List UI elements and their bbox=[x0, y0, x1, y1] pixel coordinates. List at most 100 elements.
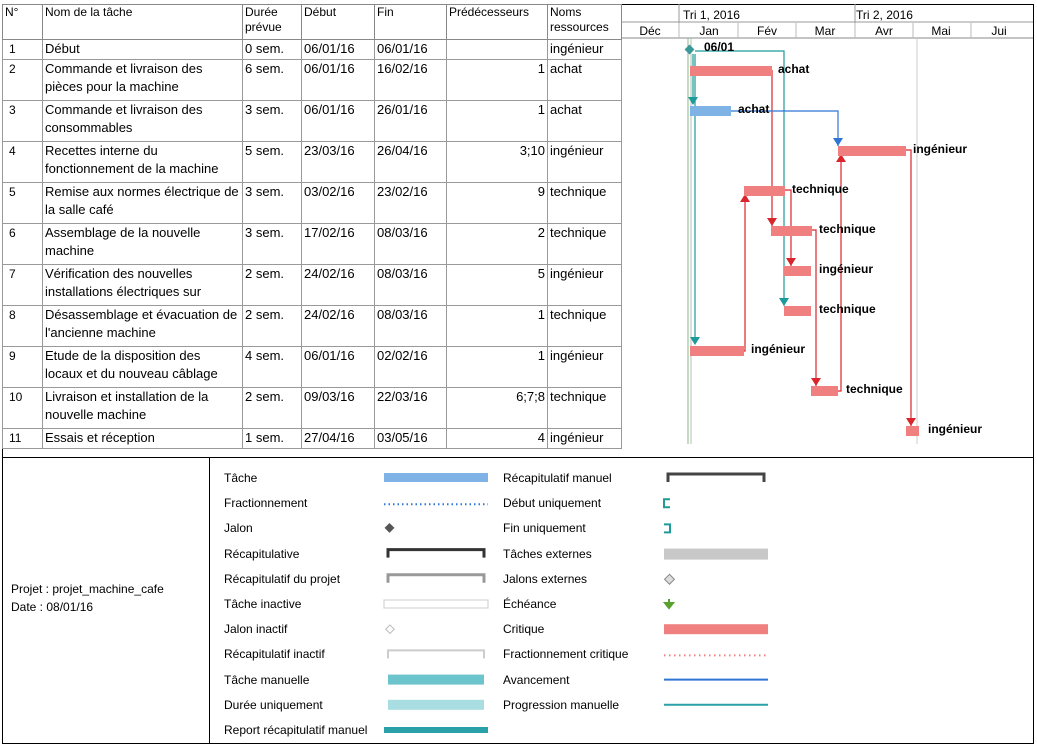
task-predecessors[interactable]: 5 bbox=[446, 264, 548, 306]
task-name[interactable]: Début bbox=[42, 39, 243, 60]
task-resources[interactable]: ingénieur bbox=[547, 141, 622, 183]
task-predecessors[interactable]: 6;7;8 bbox=[446, 387, 548, 429]
task-end[interactable]: 08/03/16 bbox=[374, 264, 447, 306]
task-id[interactable]: 6 bbox=[2, 223, 43, 265]
task-predecessors[interactable]: 4 bbox=[446, 428, 548, 449]
task-duration[interactable]: 2 sem. bbox=[242, 387, 302, 429]
task-end[interactable]: 22/03/16 bbox=[374, 387, 447, 429]
col-header-start[interactable]: Début bbox=[301, 4, 375, 40]
task-duration[interactable]: 3 sem. bbox=[242, 223, 302, 265]
task-start[interactable]: 06/01/16 bbox=[301, 100, 375, 142]
task-start[interactable]: 06/01/16 bbox=[301, 346, 375, 388]
link-arrow bbox=[836, 154, 846, 162]
task-duration[interactable]: 2 sem. bbox=[242, 305, 302, 347]
task-resources[interactable]: ingénieur bbox=[547, 428, 622, 449]
task-duration[interactable]: 5 sem. bbox=[242, 141, 302, 183]
task-name[interactable]: Désassemblage et évacuation de l'ancienn… bbox=[42, 305, 243, 347]
task-id[interactable]: 8 bbox=[2, 305, 43, 347]
task-resources[interactable]: ingénieur bbox=[547, 264, 622, 306]
task-id[interactable]: 11 bbox=[2, 428, 43, 449]
task-predecessors[interactable] bbox=[446, 39, 548, 60]
task-predecessors[interactable]: 3;10 bbox=[446, 141, 548, 183]
task-start[interactable]: 06/01/16 bbox=[301, 39, 375, 60]
task-name[interactable]: Remise aux normes électrique de la salle… bbox=[42, 182, 243, 224]
task-end[interactable]: 26/01/16 bbox=[374, 100, 447, 142]
task-duration[interactable]: 3 sem. bbox=[242, 182, 302, 224]
task-duration[interactable]: 4 sem. bbox=[242, 346, 302, 388]
task-name[interactable]: Etude de la disposition des locaux et du… bbox=[42, 346, 243, 388]
task-resources[interactable]: ingénieur bbox=[547, 39, 622, 60]
legend: Projet : projet_machine_cafe Date : 08/0… bbox=[2, 457, 1033, 744]
task-duration[interactable]: 1 sem. bbox=[242, 428, 302, 449]
task-id[interactable]: 7 bbox=[2, 264, 43, 306]
task-resources[interactable]: technique bbox=[547, 182, 622, 224]
col-header-resources[interactable]: Noms ressources bbox=[547, 4, 622, 40]
task-end[interactable]: 16/02/16 bbox=[374, 59, 447, 101]
task-resources[interactable]: technique bbox=[547, 305, 622, 347]
task-id[interactable]: 1 bbox=[2, 39, 43, 60]
task-name[interactable]: Recettes interne du fonctionnement de la… bbox=[42, 141, 243, 183]
task-end[interactable]: 08/03/16 bbox=[374, 223, 447, 265]
task-name[interactable]: Vérification des nouvelles installations… bbox=[42, 264, 243, 306]
task-bar-label: technique bbox=[846, 382, 903, 396]
task-id[interactable]: 4 bbox=[2, 141, 43, 183]
legend-deadline-symbol bbox=[662, 599, 676, 610]
legend-label: Récapitulatif manuel bbox=[503, 471, 612, 485]
task-predecessors[interactable]: 9 bbox=[446, 182, 548, 224]
task-end[interactable]: 06/01/16 bbox=[374, 39, 447, 60]
task-resources[interactable]: technique bbox=[547, 387, 622, 429]
task-predecessors[interactable]: 1 bbox=[446, 305, 548, 347]
task-id[interactable]: 9 bbox=[2, 346, 43, 388]
task-id[interactable]: 2 bbox=[2, 59, 43, 101]
task-start[interactable]: 27/04/16 bbox=[301, 428, 375, 449]
col-header-name[interactable]: Nom de la tâche bbox=[42, 4, 243, 40]
task-start[interactable]: 03/02/16 bbox=[301, 182, 375, 224]
task-duration[interactable]: 3 sem. bbox=[242, 100, 302, 142]
task-id[interactable]: 5 bbox=[2, 182, 43, 224]
task-name[interactable]: Assemblage de la nouvelle machine bbox=[42, 223, 243, 265]
task-name[interactable]: Livraison et installation de la nouvelle… bbox=[42, 387, 243, 429]
task-resources[interactable]: achat bbox=[547, 100, 622, 142]
task-name[interactable]: Commande et livraison des consommables bbox=[42, 100, 243, 142]
task-end[interactable]: 26/04/16 bbox=[374, 141, 447, 183]
col-header-duration[interactable]: Durée prévue bbox=[242, 4, 302, 40]
task-predecessors[interactable]: 1 bbox=[446, 346, 548, 388]
task-end[interactable]: 23/02/16 bbox=[374, 182, 447, 224]
task-start[interactable]: 09/03/16 bbox=[301, 387, 375, 429]
col-header-num[interactable]: N° bbox=[2, 4, 43, 40]
task-start[interactable]: 24/02/16 bbox=[301, 264, 375, 306]
task-name[interactable]: Essais et réception bbox=[42, 428, 243, 449]
task-resources[interactable]: achat bbox=[547, 59, 622, 101]
col-header-pred[interactable]: Prédécesseurs bbox=[446, 4, 548, 40]
task-predecessors[interactable]: 2 bbox=[446, 223, 548, 265]
task-resources[interactable]: ingénieur bbox=[547, 346, 622, 388]
task-duration[interactable]: 2 sem. bbox=[242, 264, 302, 306]
task-resources[interactable]: technique bbox=[547, 223, 622, 265]
task-predecessors[interactable]: 1 bbox=[446, 59, 548, 101]
task-start[interactable]: 06/01/16 bbox=[301, 59, 375, 101]
task-start[interactable]: 23/03/16 bbox=[301, 141, 375, 183]
task-duration[interactable]: 0 sem. bbox=[242, 39, 302, 60]
task-start[interactable]: 24/02/16 bbox=[301, 305, 375, 347]
col-header-end[interactable]: Fin bbox=[374, 4, 447, 40]
task-id[interactable]: 10 bbox=[2, 387, 43, 429]
task-end[interactable]: 08/03/16 bbox=[374, 305, 447, 347]
task-id[interactable]: 3 bbox=[2, 100, 43, 142]
task-end[interactable]: 03/05/16 bbox=[374, 428, 447, 449]
task-name[interactable]: Commande et livraison des pièces pour la… bbox=[42, 59, 243, 101]
task-start[interactable]: 17/02/16 bbox=[301, 223, 375, 265]
task-predecessors[interactable]: 1 bbox=[446, 100, 548, 142]
task-end[interactable]: 02/02/16 bbox=[374, 346, 447, 388]
task-duration[interactable]: 6 sem. bbox=[242, 59, 302, 101]
